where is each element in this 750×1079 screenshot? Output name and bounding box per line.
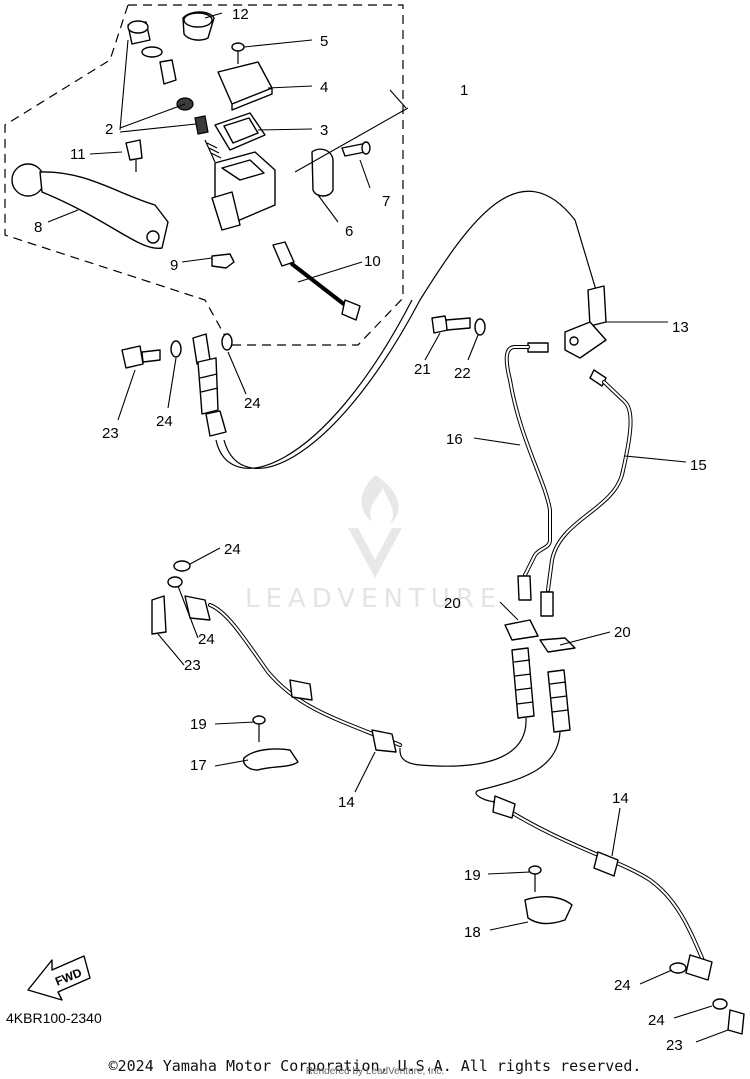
nut-part-9 bbox=[211, 253, 235, 269]
callout-16: 16 bbox=[446, 431, 463, 448]
callout-4: 4 bbox=[320, 79, 328, 96]
callout-23-left: 23 bbox=[184, 657, 201, 674]
bolt-part-21 bbox=[431, 315, 471, 334]
callout-23-bottom: 23 bbox=[666, 1037, 683, 1054]
washer-part-24 bbox=[173, 560, 191, 572]
rendered-by-credit: Rendered by LeadVenture, Inc. bbox=[305, 1066, 445, 1077]
callout-24-f: 24 bbox=[648, 1012, 665, 1029]
callout-24-a: 24 bbox=[156, 413, 173, 430]
diaphragm-part-3 bbox=[214, 112, 266, 151]
brake-joint-part-13 bbox=[564, 285, 607, 359]
callout-1: 1 bbox=[460, 82, 468, 99]
washer-part-24 bbox=[221, 333, 233, 351]
callout-24-e: 24 bbox=[614, 977, 631, 994]
bolt-part-19 bbox=[252, 715, 266, 742]
callout-11: 11 bbox=[70, 146, 86, 163]
banjo-bolt-part-23 bbox=[727, 1009, 745, 1035]
callout-19-b: 19 bbox=[464, 867, 481, 884]
callout-15: 15 bbox=[690, 457, 707, 474]
callout-21: 21 bbox=[414, 361, 431, 378]
callout-24-d: 24 bbox=[198, 631, 215, 648]
watermark: LEADVENTURE bbox=[245, 475, 502, 614]
clamp-part-20 bbox=[539, 637, 576, 653]
callout-24-b: 24 bbox=[244, 395, 261, 412]
brake-switch-part-10 bbox=[272, 241, 361, 321]
callout-22: 22 bbox=[454, 365, 471, 382]
bracket-part-17 bbox=[242, 748, 299, 771]
callout-23-top: 23 bbox=[102, 425, 119, 442]
brake-hose-top bbox=[192, 333, 227, 437]
hose-line bbox=[223, 190, 597, 469]
copyright-notice: ©2024 Yamaha Motor Corporation, U.S.A. A… bbox=[108, 1057, 642, 1075]
bracket-part-18 bbox=[524, 896, 573, 925]
screw-part-5 bbox=[231, 42, 245, 64]
banjo-bolt-part-23 bbox=[151, 595, 167, 635]
callout-12: 12 bbox=[232, 6, 249, 23]
callout-14-a: 14 bbox=[338, 794, 355, 811]
watermark-text: LEADVENTURE bbox=[245, 584, 502, 614]
callout-7: 7 bbox=[382, 193, 390, 210]
boot-part-12 bbox=[182, 11, 215, 41]
brake-hose-part-14-right bbox=[475, 669, 713, 981]
callout-14-b: 14 bbox=[612, 790, 629, 807]
washer-part-22 bbox=[474, 318, 486, 336]
brake-pipe-part-15 bbox=[540, 369, 633, 617]
callout-24-c: 24 bbox=[224, 541, 241, 558]
callout-19-a: 19 bbox=[190, 716, 207, 733]
callout-5: 5 bbox=[320, 33, 328, 50]
fwd-arrow-icon: FWD bbox=[27, 955, 91, 1001]
brake-hose-part-14-left bbox=[184, 595, 535, 767]
callout-20-a: 20 bbox=[444, 595, 461, 612]
callout-3: 3 bbox=[320, 122, 328, 139]
master-cylinder-body bbox=[211, 151, 276, 231]
brake-pipe-part-16 bbox=[504, 342, 552, 601]
bolt-part-19 bbox=[528, 865, 542, 892]
callout-labels: 12 5 4 3 1 7 6 2 11 8 9 10 23 24 24 13 2… bbox=[34, 6, 707, 1054]
clamp-part-20 bbox=[504, 619, 539, 641]
reservoir-cap-part-4 bbox=[217, 61, 273, 111]
bolt-part-7 bbox=[341, 141, 371, 157]
pivot-bolt-part-11 bbox=[125, 139, 143, 172]
diagram-code: 4KBR100-2340 bbox=[6, 1010, 102, 1026]
washer-part-24 bbox=[669, 962, 687, 974]
callout-20-b: 20 bbox=[614, 624, 631, 641]
callout-8: 8 bbox=[34, 219, 42, 236]
callout-10: 10 bbox=[364, 253, 381, 270]
holder-part-6 bbox=[311, 148, 334, 197]
banjo-bolt-part-23 bbox=[121, 345, 161, 369]
callout-13: 13 bbox=[672, 319, 689, 336]
washer-part-24 bbox=[167, 576, 183, 588]
callout-9: 9 bbox=[170, 257, 178, 274]
assembly-boundary bbox=[4, 4, 404, 346]
hose-line bbox=[215, 299, 413, 469]
piston-kit-part-2 bbox=[127, 20, 222, 163]
brake-lever-part-8 bbox=[11, 163, 169, 249]
callout-2: 2 bbox=[105, 121, 113, 138]
callout-17: 17 bbox=[190, 757, 207, 774]
washer-part-24 bbox=[170, 340, 182, 358]
leader-lines bbox=[47, 12, 729, 1043]
washer-part-24 bbox=[712, 998, 728, 1010]
callout-6: 6 bbox=[345, 223, 353, 240]
callout-18: 18 bbox=[464, 924, 481, 941]
